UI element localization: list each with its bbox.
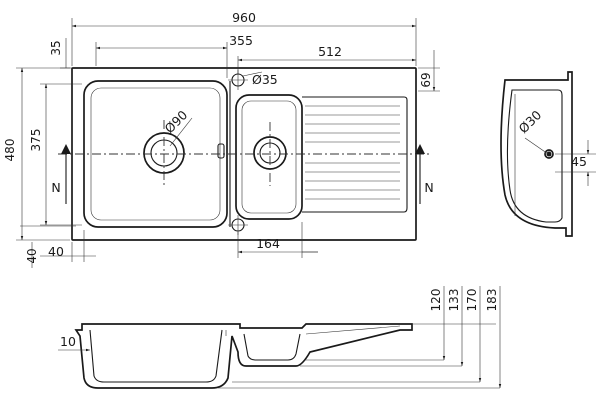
north-arrow-right [415, 144, 425, 204]
overflow-hole-icon [544, 149, 554, 159]
dim-height-170: 170 [465, 289, 479, 312]
north-arrow-left [61, 144, 71, 204]
dim-wall-thickness: 10 [60, 334, 76, 349]
side-profile-outer [500, 71, 573, 237]
section-view: 10 120 133 170 183 [58, 286, 502, 389]
dim-inset-35: 35 [49, 40, 63, 55]
dim-overflow: Ø30 [516, 107, 545, 136]
plan-view: N N 960 355 512 35 Ø35 Ø90 [3, 10, 440, 268]
dim-small-bowl-offset: 164 [256, 236, 280, 251]
dim-height-120: 120 [429, 289, 443, 312]
dim-edge-offset-y: 40 [25, 248, 39, 263]
overflow-slot [217, 143, 225, 159]
dim-main-drain: Ø90 [162, 107, 191, 136]
small-bowl [235, 94, 303, 220]
side-view: Ø30 45 [500, 71, 596, 237]
north-label-left: N [51, 180, 60, 195]
dim-tap-offset: 69 [419, 72, 433, 87]
dim-overflow-offset: 45 [571, 154, 587, 169]
side-profile-inner [506, 89, 563, 223]
dim-edge-offset-x: 40 [48, 244, 64, 259]
dim-overall-width: 960 [232, 10, 256, 25]
dim-height-183: 183 [485, 289, 499, 312]
section-profile-outer [74, 323, 413, 389]
small-bowl-inner [241, 100, 297, 214]
drainer-grooves [305, 105, 400, 200]
dim-drainer-width: 512 [318, 44, 342, 59]
dim-height-133: 133 [447, 289, 461, 312]
section-profile-inner [89, 329, 223, 383]
dim-main-bowl-width: 355 [229, 33, 253, 48]
north-label-right: N [424, 180, 433, 195]
dim-bowl-depth: 375 [29, 129, 43, 152]
dim-tap-hole: Ø35 [252, 72, 278, 87]
drainer-area [302, 96, 408, 213]
dim-overall-depth: 480 [3, 139, 17, 162]
